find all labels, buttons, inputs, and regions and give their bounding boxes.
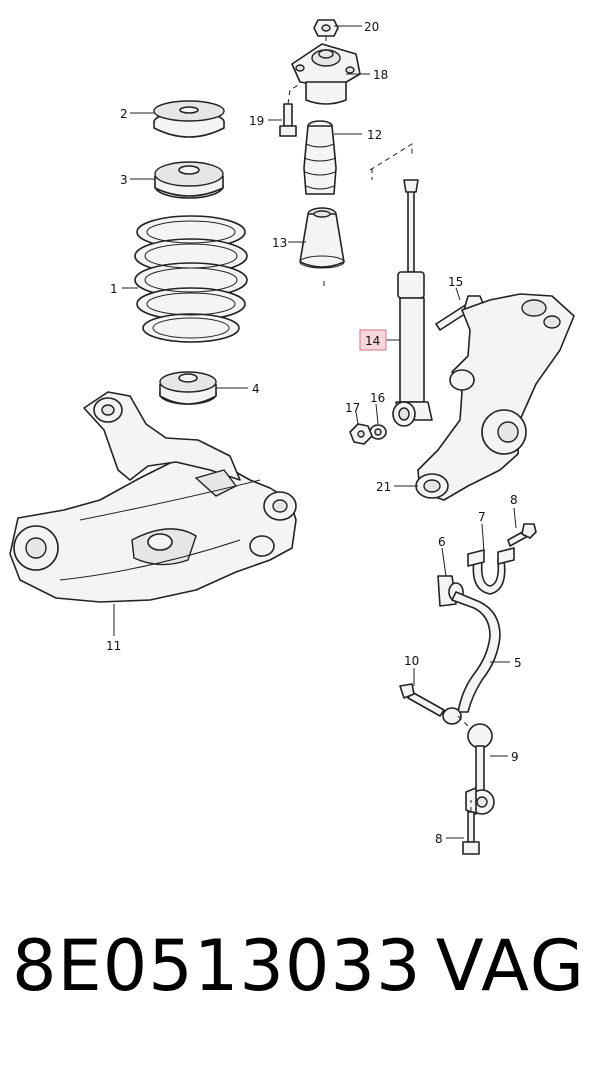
callout-7: 7 (478, 510, 486, 524)
part-coil-spring (134, 215, 248, 343)
part-bracket-7 (467, 547, 515, 595)
part-spring-seat-lower (159, 371, 217, 405)
highlighted-callout-box (359, 329, 387, 351)
footer: 8E0513033 VAG (0, 925, 600, 1035)
part-top-mount (291, 43, 361, 105)
part-bolt-19 (279, 103, 297, 137)
callout-15: 15 (448, 275, 463, 289)
part-washer (369, 424, 387, 440)
callout-6: 6 (438, 535, 446, 549)
part-nut-top (313, 19, 339, 37)
part-control-arm (9, 391, 297, 603)
brand-name: VAG (435, 925, 586, 1007)
part-wheel-carrier (415, 293, 575, 501)
part-bump-stop (303, 120, 337, 195)
callout-9: 9 (511, 750, 519, 764)
part-spring-seat-upper (154, 161, 224, 199)
callout-4: 4 (252, 382, 260, 396)
part-dust-cover (299, 207, 345, 269)
callout-13: 13 (272, 236, 287, 250)
suspension-exploded-diagram: 20 18 19 2 12 3 13 1 15 14 4 16 17 21 8 … (9, 19, 575, 855)
callout-8-bottom: 8 (435, 832, 443, 846)
callout-18: 18 (373, 68, 388, 82)
part-bolt-8-bottom (462, 811, 480, 855)
callout-14: 14 (365, 334, 380, 348)
callout-10: 10 (404, 654, 419, 668)
callout-17: 17 (345, 401, 360, 415)
callout-8-top: 8 (510, 493, 518, 507)
callout-11: 11 (106, 639, 121, 653)
part-bolt-8-top (507, 523, 537, 547)
callout-12: 12 (367, 128, 382, 142)
part-stabilizer-bar (442, 591, 501, 725)
part-coupling-rod (465, 723, 495, 815)
callout-16: 16 (370, 391, 385, 405)
part-nut-17 (349, 423, 373, 445)
callout-5: 5 (514, 656, 522, 670)
callout-1: 1 (110, 282, 118, 296)
part-shock-absorber (392, 179, 433, 427)
callout-3: 3 (120, 173, 128, 187)
callout-21: 21 (376, 480, 391, 494)
part-spring-plate (153, 100, 225, 138)
callout-2: 2 (120, 107, 128, 121)
part-number: 8E0513033 (12, 925, 422, 1007)
part-bolt-10 (399, 683, 445, 717)
callout-20: 20 (364, 20, 379, 34)
callout-19: 19 (249, 114, 264, 128)
